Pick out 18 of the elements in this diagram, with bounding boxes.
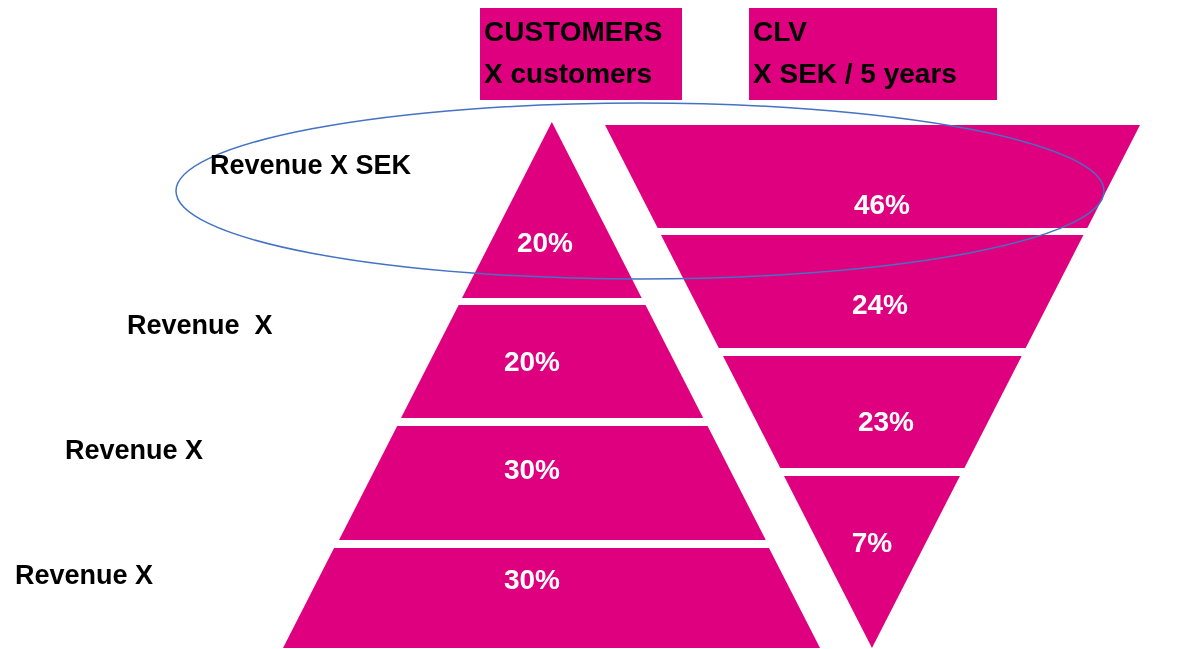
header-panel <box>749 8 997 100</box>
percentage-text: 20% <box>516 229 573 257</box>
revenue-label: Revenue X <box>65 437 204 464</box>
header-value: X SEK / 5 years <box>753 60 957 88</box>
percentage-text: 7% <box>851 529 893 557</box>
header-value: X customers <box>484 60 653 88</box>
revenue-label: Revenue X <box>15 562 154 589</box>
percentage-text: 23% <box>857 408 914 436</box>
percentage-text: 30% <box>503 566 560 594</box>
revenue-label: Revenue X <box>127 312 273 339</box>
header-title: CUSTOMERS <box>484 18 663 46</box>
revenue-label: Revenue X SEK <box>210 152 412 179</box>
percentage-text: 46% <box>854 191 910 219</box>
percentage-text: 30% <box>503 456 560 484</box>
header-panel <box>480 8 682 100</box>
percentage-text: 24% <box>851 291 908 319</box>
header-title: CLV <box>753 18 807 46</box>
percentage-text: 20% <box>503 348 560 376</box>
